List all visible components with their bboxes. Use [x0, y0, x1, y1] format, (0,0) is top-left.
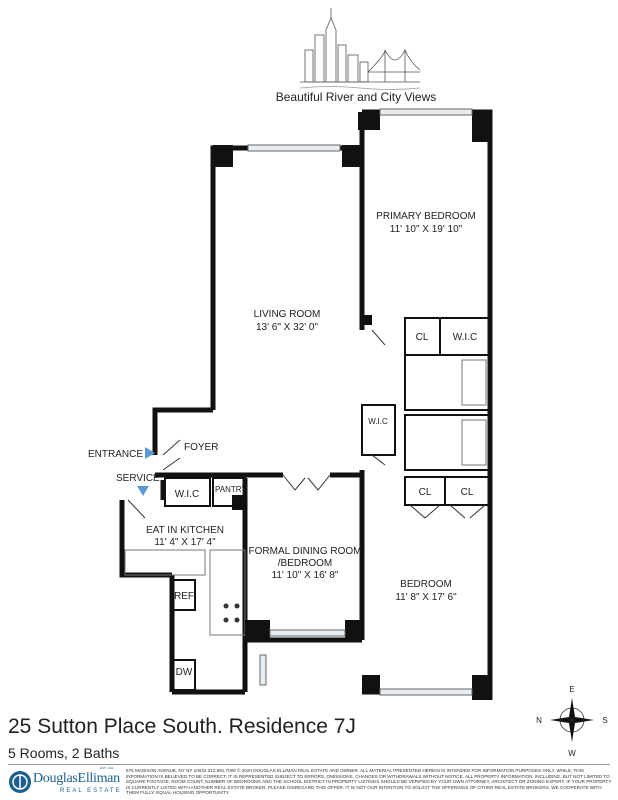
foyer-label: FOYER [184, 442, 218, 453]
thin-walls [124, 317, 491, 691]
living-room-dims: 13' 6" X 32' 0" [256, 322, 319, 333]
brand-name: DouglasElliman [33, 771, 120, 786]
listing-title: 25 Sutton Place South. Residence 7J [8, 715, 356, 738]
dining-label-2: /BEDROOM [278, 558, 332, 569]
pillars [213, 112, 492, 700]
dining-label: FORMAL DINING ROOM [249, 546, 362, 557]
wic-label-primary: W.I.C [453, 332, 477, 343]
compass-rose-icon [550, 698, 594, 742]
cl-label-3: CL [461, 487, 474, 498]
brand-tagline: REAL ESTATE [60, 788, 122, 794]
primary-bedroom-dims: 11' 10" X 19' 10" [390, 224, 463, 235]
entrance-label: ENTRANCE [88, 449, 143, 460]
ref-label: REF [174, 591, 194, 602]
compass-e: E [569, 685, 574, 694]
pantry-label: PANTRY [215, 485, 247, 494]
skyline-illustration [299, 8, 421, 90]
compass-s: S [602, 716, 607, 725]
dining-dims: 11' 10" X 16' 8" [272, 570, 339, 581]
entrance-arrow-icon [145, 447, 155, 459]
living-room-label: LIVING ROOM [254, 309, 321, 320]
dw-label: DW [176, 667, 193, 678]
disclaimer: 575 Madison Avenue, NY NY 10022 212.891.… [126, 768, 612, 796]
doors [127, 329, 486, 519]
stove [223, 603, 240, 623]
cl-label-1: CL [416, 332, 429, 343]
service-arrow-icon [137, 486, 149, 496]
cl-label-2: CL [419, 487, 432, 498]
compass-n: N [536, 716, 542, 725]
wic-label-hall: W.I.C [368, 417, 388, 426]
walls [119, 109, 493, 700]
kitchen-dims: 11' 4" X 17' 4" [154, 537, 216, 548]
bedroom-label: BEDROOM [400, 579, 452, 590]
primary-bedroom-label: PRIMARY BEDROOM [376, 211, 476, 222]
views-caption: Beautiful River and City Views [276, 90, 437, 104]
kitchen-label: EAT IN KITCHEN [146, 525, 224, 536]
bedroom-dims: 11' 8" X 17' 6" [395, 592, 457, 603]
divider [8, 764, 610, 765]
wic-label-foyer: W.I.C [175, 489, 199, 500]
compass-w: W [568, 749, 576, 758]
brand-est: EST. 1911 [100, 766, 114, 770]
douglas-elliman-logo-icon [9, 771, 31, 793]
listing-subtitle: 5 Rooms, 2 Baths [8, 745, 120, 761]
windows [247, 108, 473, 696]
service-label: SERVICE [116, 473, 160, 484]
